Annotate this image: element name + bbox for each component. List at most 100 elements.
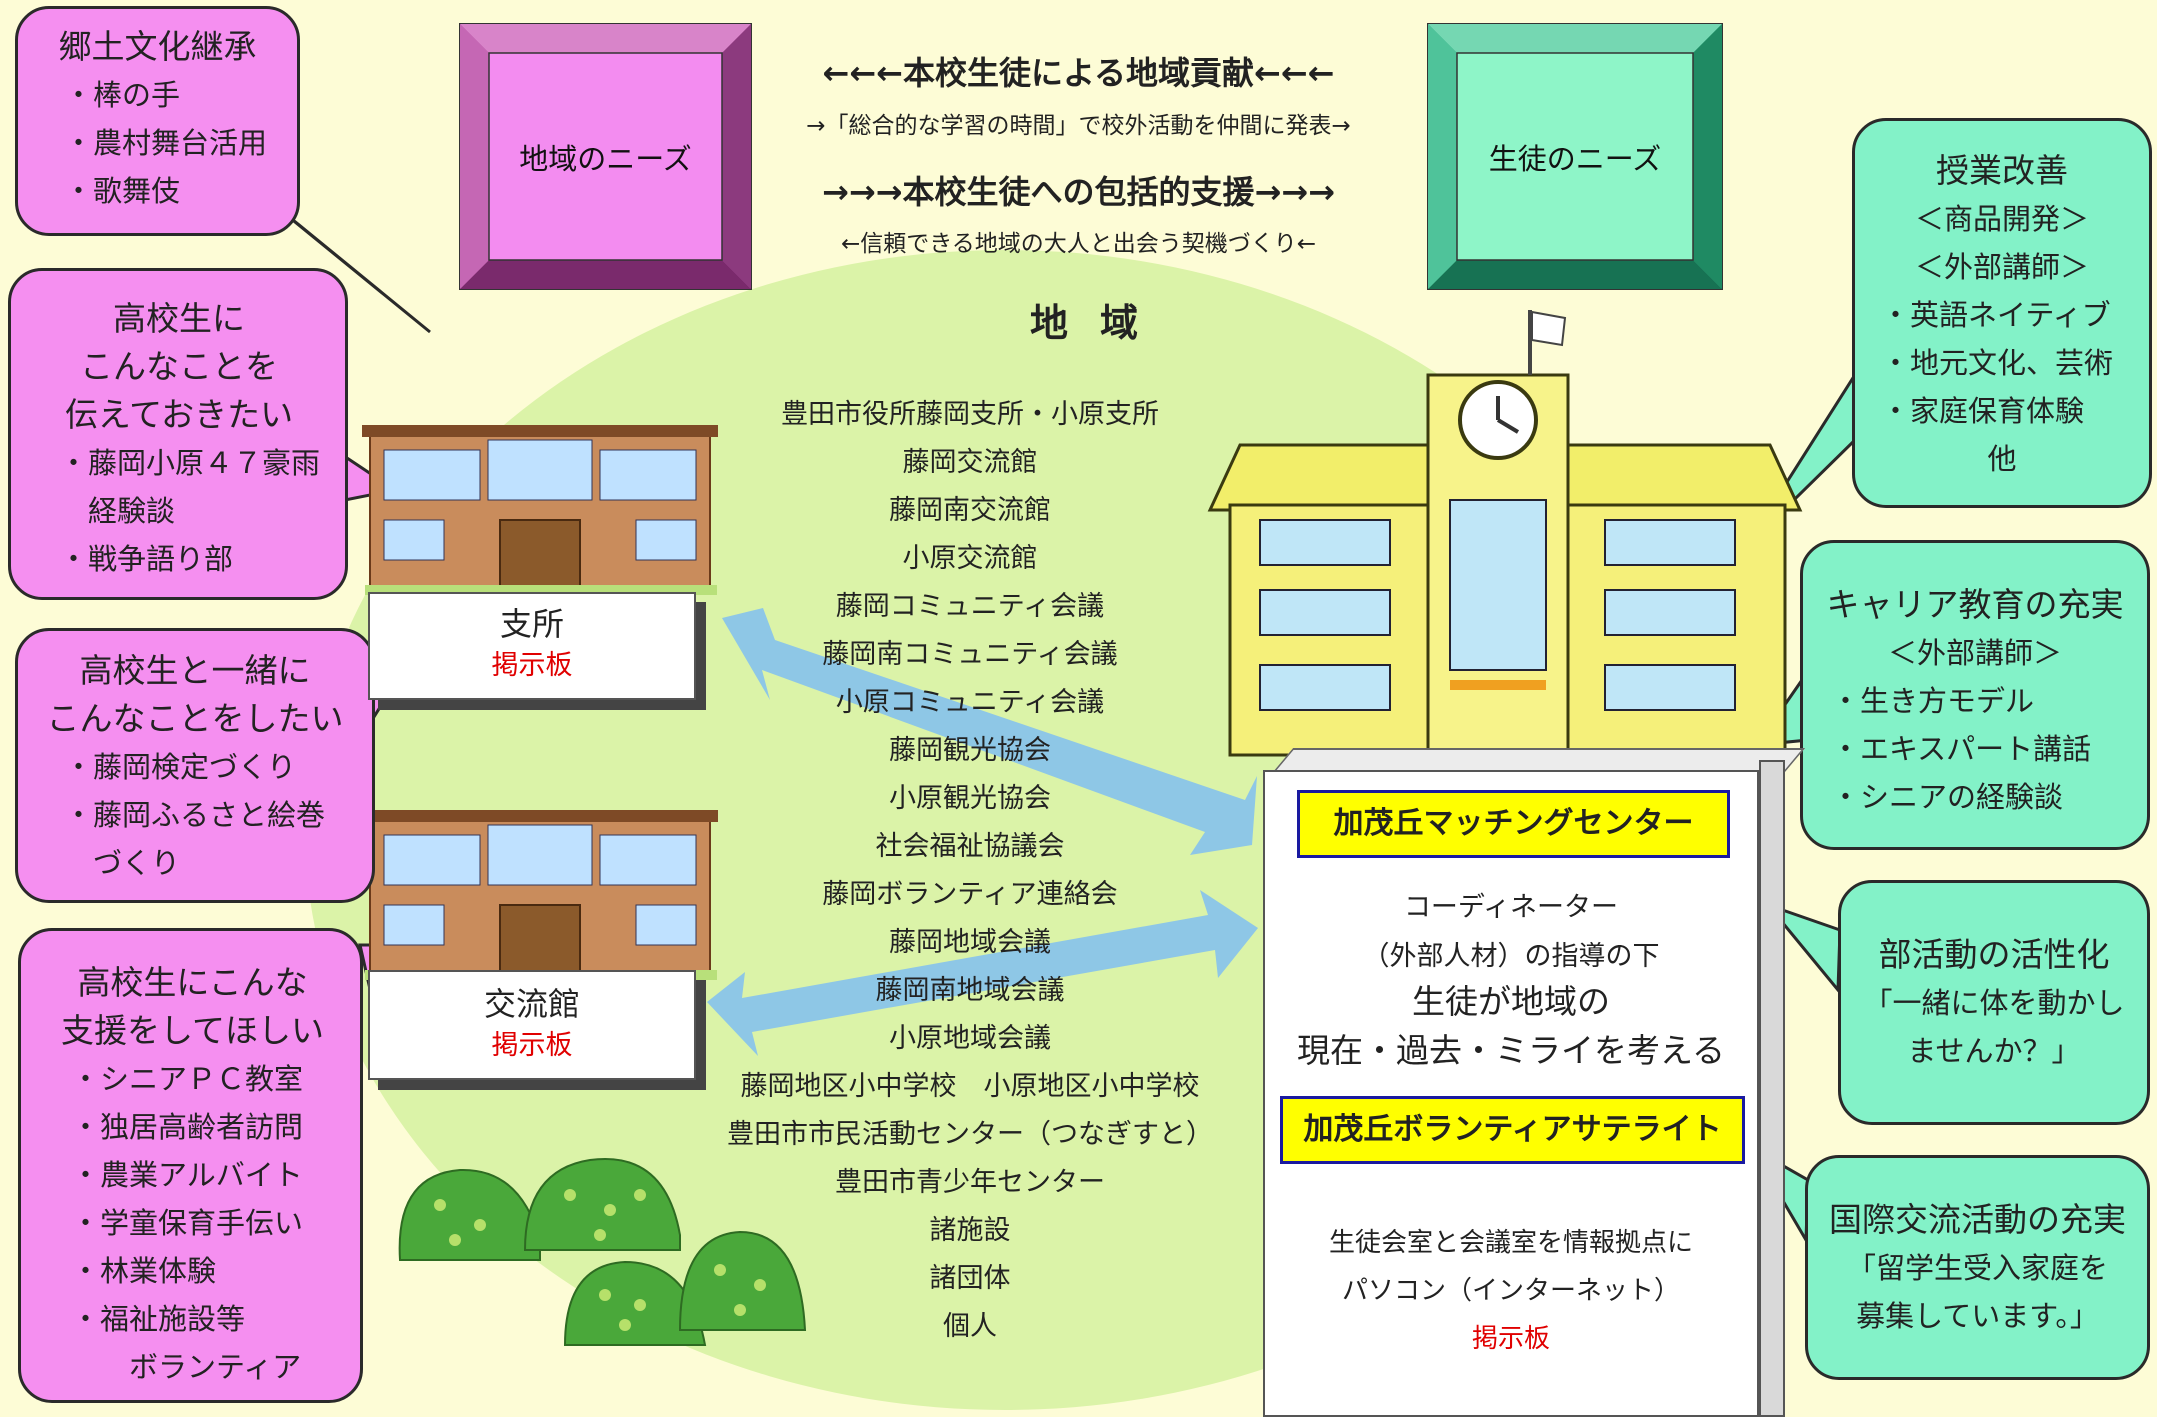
students-think-line1: 生徒が地域の	[1412, 982, 1610, 1021]
bubble-item: ・農村舞台活用	[64, 126, 268, 160]
flag-icon	[1531, 310, 1567, 347]
volunteer-satellite-label: 加茂丘ボランティアサテライト	[1280, 1096, 1745, 1164]
organization-item: 小原コミュニティ会議	[835, 687, 1105, 718]
organization-item: 諸施設	[929, 1215, 1011, 1246]
bubble-line: ＜外部講師＞	[1914, 250, 2089, 284]
bubble-item: ・歌舞伎	[64, 174, 181, 208]
branch-office-board: 掲示板	[491, 650, 573, 681]
bubble-title: キャリア教育の充実	[1826, 585, 2124, 624]
bubble-title: こんなことを	[80, 347, 278, 386]
satellite-info-line2: パソコン（インターネット）	[1341, 1276, 1680, 1306]
office-building-icon	[362, 810, 718, 980]
organization-item: 諸団体	[929, 1263, 1011, 1294]
header-box-right-frame	[1427, 23, 1723, 290]
organization-item: 藤岡南地域会議	[875, 975, 1065, 1006]
bubble-title: 郷土文化継承	[58, 27, 257, 66]
bubble-want-to-do: 高校生と一緒にこんなことをしたい・藤岡検定づくり・藤岡ふるさと絵巻 づくり	[15, 628, 375, 903]
bubble-title: こんなことをしたい	[46, 699, 344, 738]
region-title: 地域	[1030, 301, 1171, 345]
region-needs-box: 地域のニーズ	[489, 53, 722, 260]
matching-center-panel	[1263, 770, 1759, 1417]
bubble-line: ませんか？」	[1907, 1034, 2081, 1068]
matching-center-side	[1759, 760, 1785, 1417]
organization-item: 小原地域会議	[889, 1023, 1051, 1054]
bubble-item: ・シニアＰＣ教室	[71, 1062, 304, 1096]
students-think-line2: 現在・過去・ミライを考える	[1296, 1031, 1725, 1070]
organization-item: 藤岡観光協会	[889, 735, 1051, 766]
organization-item: 豊田市役所藤岡支所・小原支所	[781, 399, 1159, 430]
organization-item: 藤岡南コミュニティ会議	[822, 639, 1118, 670]
bubble-item: ・福祉施設等	[71, 1302, 246, 1336]
bubble-item: ボランティア	[71, 1350, 302, 1384]
bubble-item: ・藤岡小原４７豪雨	[59, 446, 321, 480]
bubble-item: ・棒の手	[64, 78, 181, 112]
bubble-item: づくり	[64, 846, 181, 880]
organization-item: 豊田市青少年センター	[835, 1167, 1105, 1198]
forest-hills-icon	[398, 1158, 807, 1346]
region-needs-label: 地域のニーズ	[519, 141, 692, 176]
bubble-line: ・エキスパート講話	[1831, 732, 2092, 766]
organization-item: 小原交流館	[902, 543, 1038, 574]
bubble-item: ・戦争語り部	[59, 542, 234, 576]
bubble-want-support: 高校生にこんな支援をしてほしい・シニアＰＣ教室・独居高齢者訪問・農業アルバイト・…	[18, 928, 363, 1403]
satellite-board: 掲示板	[1471, 1324, 1550, 1354]
matching-center-label: 加茂丘マッチングセンター	[1297, 790, 1730, 858]
matching-center-top	[1273, 748, 1806, 772]
bubble-class-improvement: 授業改善＜商品開発＞＜外部講師＞・英語ネイティブ・地元文化、芸術・家庭保育体験他	[1852, 118, 2152, 508]
double-arrow-icon	[722, 608, 1257, 855]
bubble-title: 国際交流活動の充実	[1829, 1200, 2126, 1239]
organization-item: 藤岡交流館	[902, 447, 1038, 478]
guidance-line: （外部人材）の指導の下	[1362, 941, 1660, 972]
contribution-subtitle: →「総合的な学習の時間」で校外活動を仲間に発表→	[806, 113, 1351, 139]
contribution-title: ←←←本校生徒による地域貢献←←←	[822, 54, 1335, 92]
bubble-item: ・林業体験	[71, 1254, 217, 1288]
bubble-want-to-tell: 高校生にこんなことを伝えておきたい・藤岡小原４７豪雨 経験談・戦争語り部	[8, 268, 348, 600]
community-center-board: 掲示板	[491, 1030, 573, 1061]
community-center-name: 交流館	[483, 985, 580, 1023]
office-building-icon	[362, 425, 718, 595]
organization-list: 豊田市役所藤岡支所・小原支所藤岡交流館藤岡南交流館小原交流館藤岡コミュニティ会議…	[640, 391, 1300, 1351]
bubble-line: ・シニアの経験談	[1831, 780, 2064, 814]
double-arrow-icon	[707, 890, 1258, 1056]
bubble-line: ・地元文化、芸術	[1881, 346, 2114, 380]
bubble-club-activities: 部活動の活性化「一緒に体を動かしませんか？」	[1838, 880, 2150, 1125]
bubble-international: 国際交流活動の充実「留学生受入家庭を募集しています。」	[1805, 1155, 2150, 1380]
bubble-item: ・学童保育手伝い	[71, 1206, 304, 1240]
bubble-line: 他	[1987, 442, 2017, 476]
bubble-line: 募集しています。」	[1856, 1299, 2099, 1333]
bubble-line: ・生き方モデル	[1831, 684, 2035, 718]
organization-item: 藤岡地域会議	[889, 927, 1051, 958]
bubble-title: 部活動の活性化	[1878, 935, 2110, 974]
community-center-sign: 交流館 掲示板	[368, 970, 696, 1080]
branch-office-sign: 支所 掲示板	[368, 592, 696, 700]
organization-item: 藤岡地区小中学校 小原地区小中学校	[740, 1071, 1200, 1102]
bubble-title: 授業改善	[1936, 151, 2068, 190]
bubble-item: ・農業アルバイト	[71, 1158, 303, 1192]
bubble-item: ・独居高齢者訪問	[71, 1110, 304, 1144]
bubble-title: 支援をしてほしい	[60, 1011, 324, 1050]
coordinator-line: コーディネーター	[1403, 892, 1619, 923]
bubble-item: 経験談	[59, 494, 176, 528]
support-subtitle: ←信頼できる地域の大人と出会う契機づくり←	[840, 231, 1317, 257]
header-box-left-frame	[459, 23, 752, 290]
student-needs-box: 生徒のニーズ	[1457, 53, 1693, 260]
satellite-info-line1: 生徒会室と会議室を情報拠点に	[1328, 1228, 1693, 1258]
bubble-item: ・藤岡ふるさと絵巻	[64, 798, 326, 832]
bubble-title: 高校生に	[113, 299, 245, 338]
bubble-local-culture: 郷土文化継承・棒の手・農村舞台活用・歌舞伎	[15, 6, 300, 236]
organization-item: 個人	[943, 1311, 997, 1342]
bubble-title: 高校生と一緒に	[79, 651, 311, 690]
bubble-career-education: キャリア教育の充実 ＜外部講師＞ ・生き方モデル・エキスパート講話・シニアの経験談	[1800, 540, 2150, 850]
school-building-icon	[1207, 310, 1803, 757]
bubble-line: ＜外部講師＞	[1887, 636, 2062, 670]
branch-office-name: 支所	[499, 605, 564, 643]
organization-item: 藤岡南交流館	[889, 495, 1051, 526]
student-needs-label: 生徒のニーズ	[1488, 141, 1662, 176]
bubble-title: 伝えておきたい	[64, 395, 294, 434]
support-title: →→→本校生徒への包括的支援→→→	[822, 173, 1335, 211]
bubble-line: ・英語ネイティブ	[1881, 298, 2111, 332]
organization-item: 小原観光協会	[889, 783, 1051, 814]
organization-item: 藤岡コミュニティ会議	[835, 591, 1105, 622]
bubble-line: ・家庭保育体験	[1881, 394, 2085, 428]
